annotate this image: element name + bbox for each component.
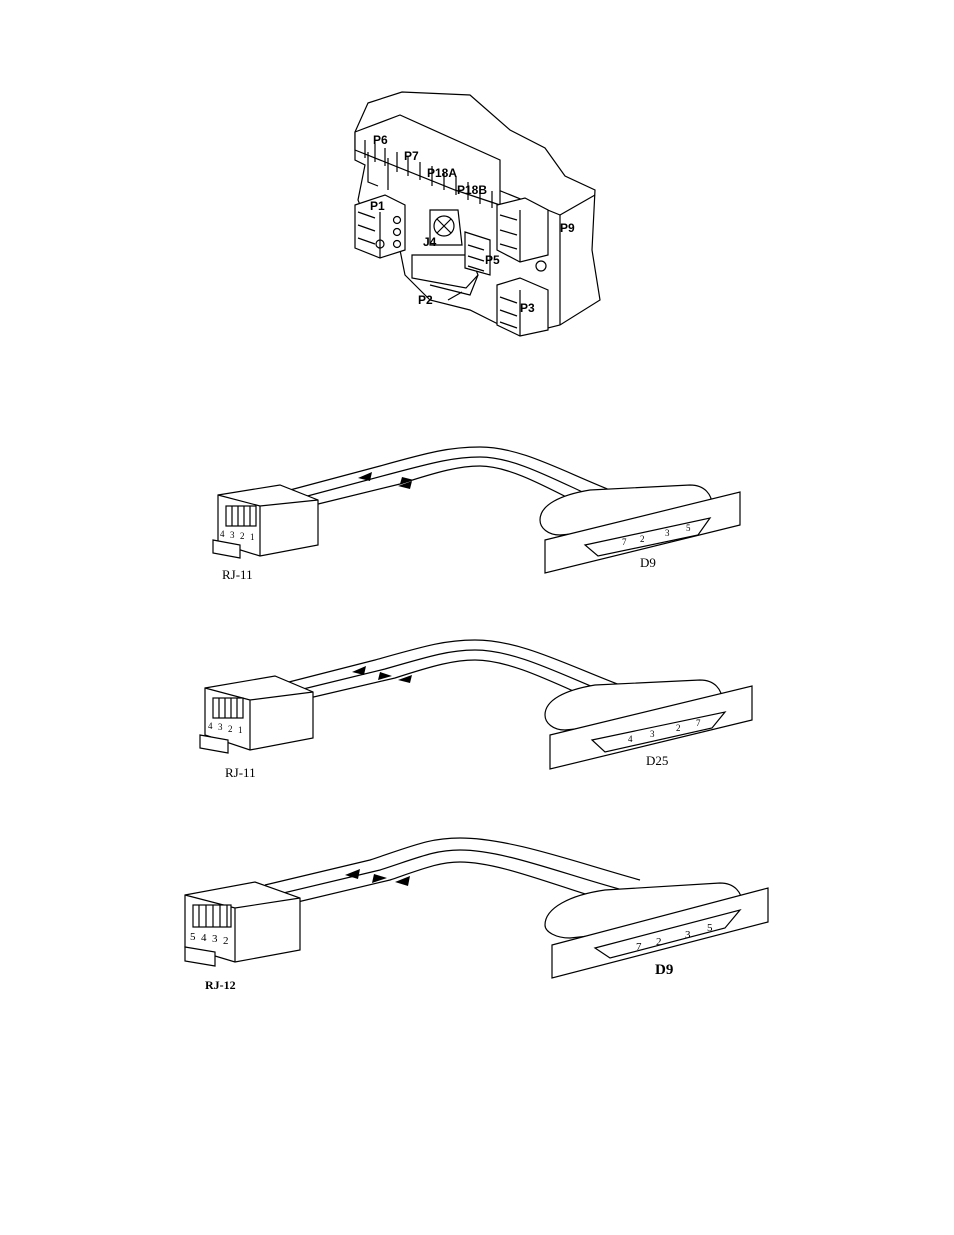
cable-rj12-d9 — [185, 838, 768, 978]
label-p2: P2 — [418, 293, 433, 307]
label-p5: P5 — [485, 253, 500, 267]
cable-rj11-d25 — [200, 640, 752, 769]
label-p1: P1 — [370, 199, 385, 213]
label-p9: P9 — [560, 221, 575, 235]
label-p18a: P18A — [427, 166, 457, 180]
cable3-right-pin-2: 2 — [656, 936, 662, 948]
cable2-right-pin-1: 4 — [628, 734, 633, 744]
cable1-right-pin-3: 3 — [665, 528, 670, 538]
cable-rj11-d9 — [213, 447, 740, 573]
cable2-right-pin-3: 2 — [676, 723, 681, 733]
label-p18b: P18B — [457, 183, 487, 197]
cable1-left-pin-2: 3 — [230, 530, 235, 540]
cable3-right-pin-1: 7 — [636, 941, 642, 953]
cable1-left-pin-4: 1 — [250, 532, 255, 542]
cable3-right-pin-4: 5 — [707, 922, 713, 934]
cable1-left-pin-3: 2 — [240, 531, 245, 541]
controller-board-diagram: P6 P7 P18A P18B P1 P9 J4 P5 P2 P3 — [355, 92, 600, 336]
cable1-right-pin-2: 2 — [640, 534, 645, 544]
cable3-left-caption: RJ-12 — [205, 978, 236, 992]
cable1-right-caption: D9 — [640, 555, 656, 570]
cable1-right-pin-4: 5 — [686, 523, 691, 533]
cable3-right-pin-3: 3 — [685, 929, 691, 941]
cable1-left-pin-1: 4 — [220, 529, 225, 539]
cable2-right-caption: D25 — [646, 753, 668, 768]
label-p3: P3 — [520, 301, 535, 315]
cable2-left-pin-1: 4 — [208, 721, 213, 731]
cable3-right-caption: D9 — [655, 962, 673, 978]
cable3-left-pin-2: 4 — [201, 932, 207, 944]
cable1-right-pin-1: 7 — [622, 537, 627, 547]
cable1-left-caption: RJ-11 — [222, 567, 253, 582]
cable2-right-pin-2: 3 — [650, 729, 655, 739]
cable3-left-pin-4: 2 — [223, 935, 229, 947]
cable2-left-pin-3: 2 — [228, 724, 233, 734]
cable2-left-caption: RJ-11 — [225, 765, 256, 780]
cable2-right-pin-4: 7 — [696, 718, 701, 728]
label-p7: P7 — [404, 149, 419, 163]
cable3-left-pin-1: 5 — [190, 931, 196, 943]
cable2-left-pin-2: 3 — [218, 722, 223, 732]
label-p6: P6 — [373, 133, 388, 147]
label-j4: J4 — [423, 235, 437, 249]
cable3-left-pin-3: 3 — [212, 933, 218, 945]
cable2-left-pin-4: 1 — [238, 725, 243, 735]
